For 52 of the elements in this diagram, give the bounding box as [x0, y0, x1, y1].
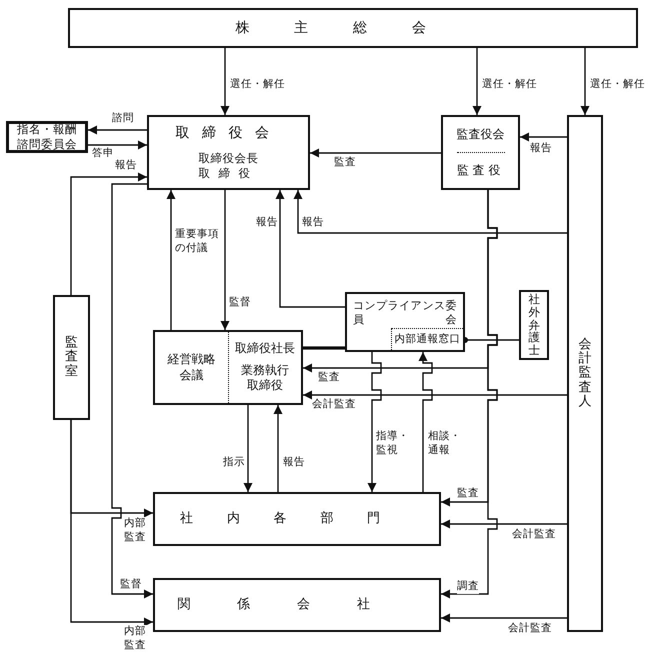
connector-arrow	[70, 172, 147, 295]
node-text: 経営戦略会議	[166, 352, 216, 384]
connector-arrow	[294, 190, 567, 234]
connector-arrow	[220, 190, 230, 330]
org-box	[153, 578, 441, 632]
connector-arrow	[303, 390, 567, 400]
node-text: 業務執行取締役	[240, 362, 290, 394]
node-text: 監査室	[65, 336, 78, 379]
node-text: 取締役会	[175, 124, 282, 143]
org-box	[519, 290, 549, 360]
node-text: 取締役社長	[234, 341, 295, 357]
node-text: 会計監査人	[578, 338, 592, 410]
connector-arrow	[368, 352, 382, 492]
org-box	[53, 295, 90, 420]
connector-arrow	[274, 405, 282, 492]
org-box	[147, 115, 310, 190]
node-text: 内部通報窓口	[394, 332, 460, 346]
committee-box	[345, 292, 465, 352]
org-box	[153, 492, 441, 546]
connector-arrow	[310, 148, 441, 158]
connector-arrow	[88, 140, 147, 150]
org-box	[68, 8, 638, 48]
node-text: 取締役	[198, 166, 259, 181]
org-box	[6, 121, 88, 153]
node-text: 監査役会	[456, 126, 504, 142]
org-box	[153, 330, 303, 405]
node-text: 関係会社	[177, 596, 417, 614]
connector-arrow	[472, 48, 482, 115]
connector-arrow	[166, 190, 176, 330]
node-text: 監査役	[457, 162, 504, 178]
node-text: コンプライアンス委員会	[353, 298, 456, 328]
node-text: 株主総会	[235, 18, 471, 38]
org-box	[391, 328, 463, 350]
node-text: 社外弁護士	[528, 293, 540, 357]
connector-arrow	[418, 352, 433, 492]
connector-arrow	[70, 420, 153, 626]
connector-arrow	[441, 190, 498, 598]
connector-arrow	[111, 183, 153, 598]
connector-arrow	[441, 614, 567, 622]
connector-arrow	[276, 190, 345, 308]
connector-arrow	[441, 520, 567, 528]
node-text: 取締役会長	[198, 150, 258, 166]
connector-arrow	[580, 48, 590, 115]
connector-arrow	[220, 48, 230, 115]
connector-arrow	[520, 132, 567, 142]
connector-arrow	[88, 126, 147, 134]
org-box	[441, 115, 520, 190]
node-text: 社内各部門	[180, 510, 414, 528]
connector-arrow	[244, 405, 252, 492]
edge-label: 調査	[457, 580, 479, 594]
node-text: 指名・報酬諮問委員会	[16, 122, 78, 152]
org-box	[567, 115, 603, 632]
